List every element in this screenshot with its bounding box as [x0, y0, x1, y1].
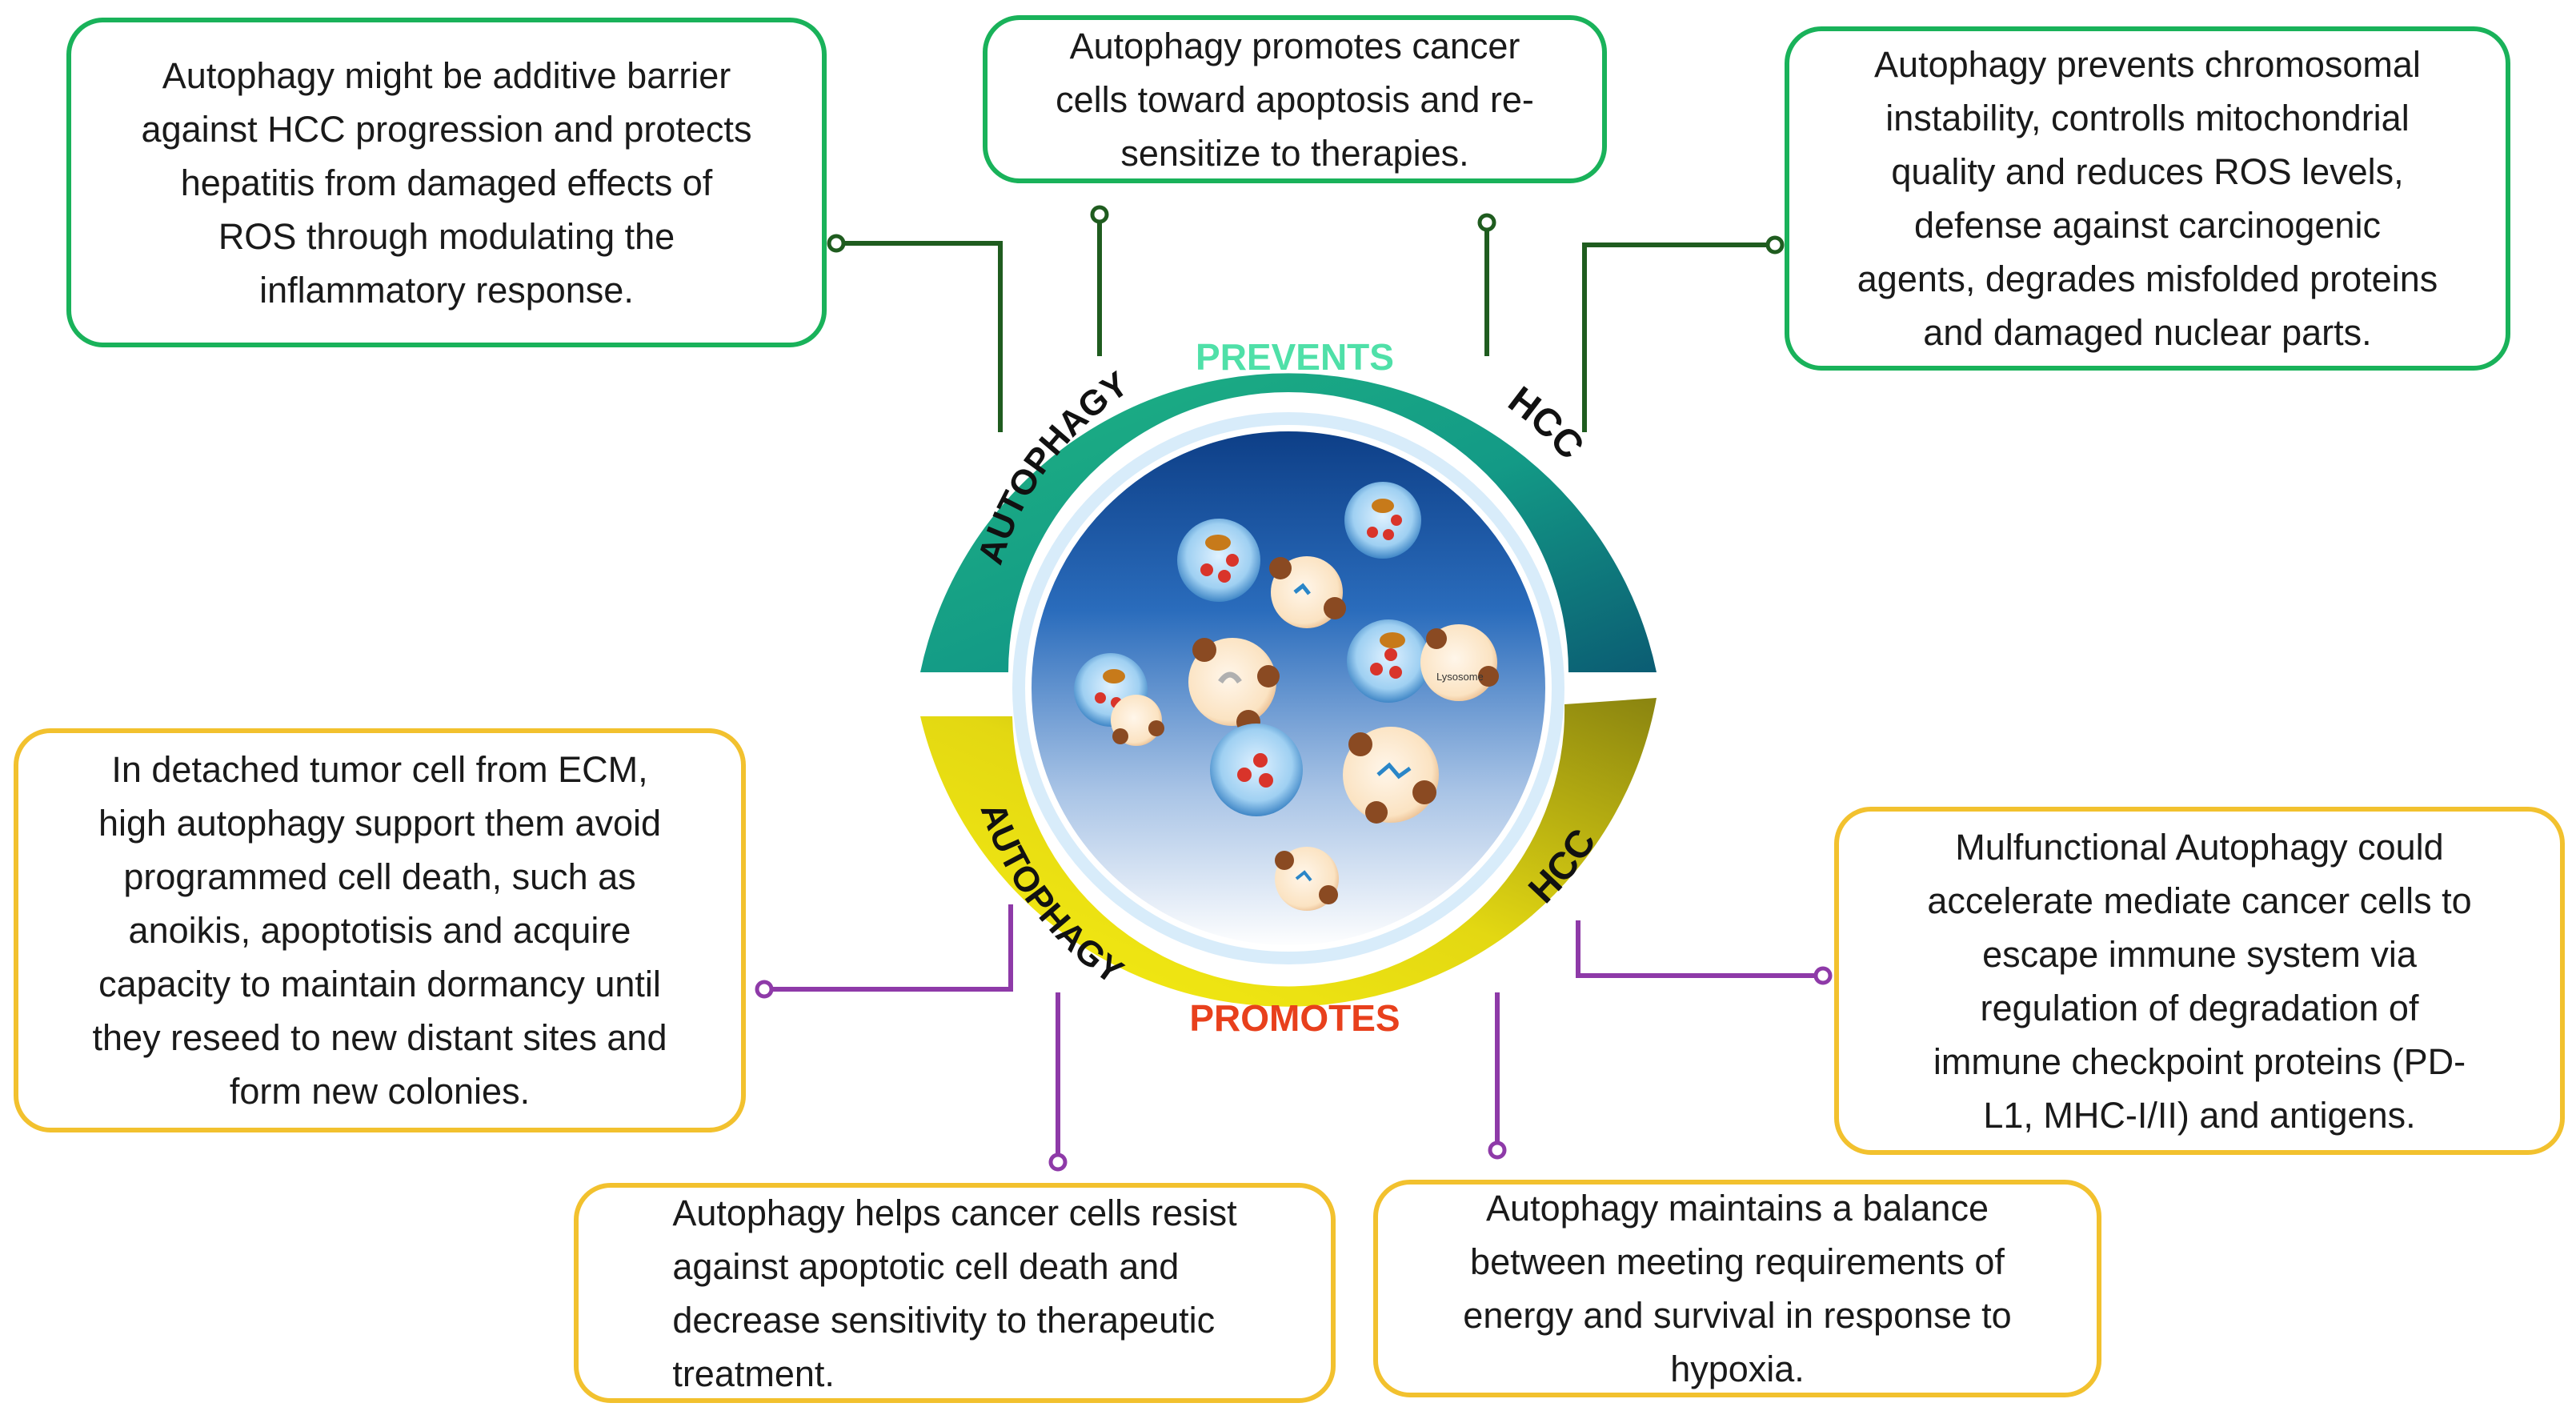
- promotes-box-bottom-left: Autophagy helps cancer cells resist agai…: [574, 1183, 1336, 1403]
- lysosome-label: Lysosome: [1436, 671, 1484, 683]
- prevents-box-top-center: Autophagy promotes cancer cells toward a…: [983, 15, 1607, 183]
- vesicle: [1177, 519, 1260, 602]
- connector-dot: [1090, 205, 1109, 224]
- connector-dot: [827, 234, 846, 253]
- connector-top-right: [1582, 243, 1775, 432]
- promotes-box-bottom-right-text: Autophagy maintains a balance between me…: [1463, 1188, 2012, 1389]
- prevents-box-top-right-text: Autophagy prevents chromosomal instabili…: [1857, 44, 2438, 353]
- autophagic-cell: [1111, 695, 1164, 746]
- prevents-box-top-center-text: Autophagy promotes cancer cells toward a…: [1056, 25, 1534, 174]
- autophagic-cell: [1188, 638, 1280, 734]
- promotes-box-mid-left-text: In detached tumor cell from ECM, high au…: [92, 749, 667, 1112]
- autophagic-cell: [1275, 847, 1339, 911]
- autophagic-cell: Lysosome: [1420, 624, 1499, 701]
- promotes-box-mid-left: In detached tumor cell from ECM, high au…: [14, 728, 746, 1132]
- connector-dot: [755, 980, 774, 999]
- prevents-connectors: [836, 214, 1775, 432]
- connector-mid-left: [764, 904, 1013, 992]
- inner-sphere: [1025, 425, 1552, 952]
- connector-dot: [1477, 213, 1496, 232]
- cell-illustrations: Lysosome: [1074, 482, 1499, 911]
- vesicle: [1344, 482, 1421, 559]
- promotes-title: PROMOTES: [1189, 997, 1400, 1039]
- vesicle: [1210, 724, 1303, 816]
- promotes-box-bottom-left-text: Autophagy helps cancer cells resist agai…: [672, 1192, 1237, 1394]
- prevents-box-top-left-text: Autophagy might be additive barrier agai…: [141, 54, 752, 311]
- promotes-box-mid-right: Mulfunctional Autophagy could accelerate…: [1834, 807, 2565, 1155]
- prevents-box-top-right: Autophagy prevents chromosomal instabili…: [1785, 26, 2510, 371]
- autophagic-cell: [1343, 727, 1439, 824]
- connector-dot: [1488, 1140, 1507, 1160]
- prevents-title: PREVENTS: [1196, 336, 1394, 378]
- vesicle: [1347, 619, 1430, 703]
- connector-dot: [1813, 966, 1833, 985]
- connector-top-left: [836, 241, 1003, 432]
- autophagic-cell: [1269, 556, 1346, 628]
- connector-dot: [1048, 1152, 1068, 1172]
- prevents-box-top-left: Autophagy might be additive barrier agai…: [66, 18, 827, 347]
- promotes-ring: [920, 698, 1657, 1007]
- connector-dot: [1765, 235, 1785, 255]
- promotes-box-bottom-right: Autophagy maintains a balance between me…: [1373, 1180, 2101, 1397]
- prevents-ring: [920, 373, 1657, 672]
- connector-mid-right: [1576, 920, 1823, 978]
- promotes-box-mid-right-text: Mulfunctional Autophagy could accelerate…: [1927, 826, 2472, 1136]
- promotes-connectors: [764, 904, 1823, 1162]
